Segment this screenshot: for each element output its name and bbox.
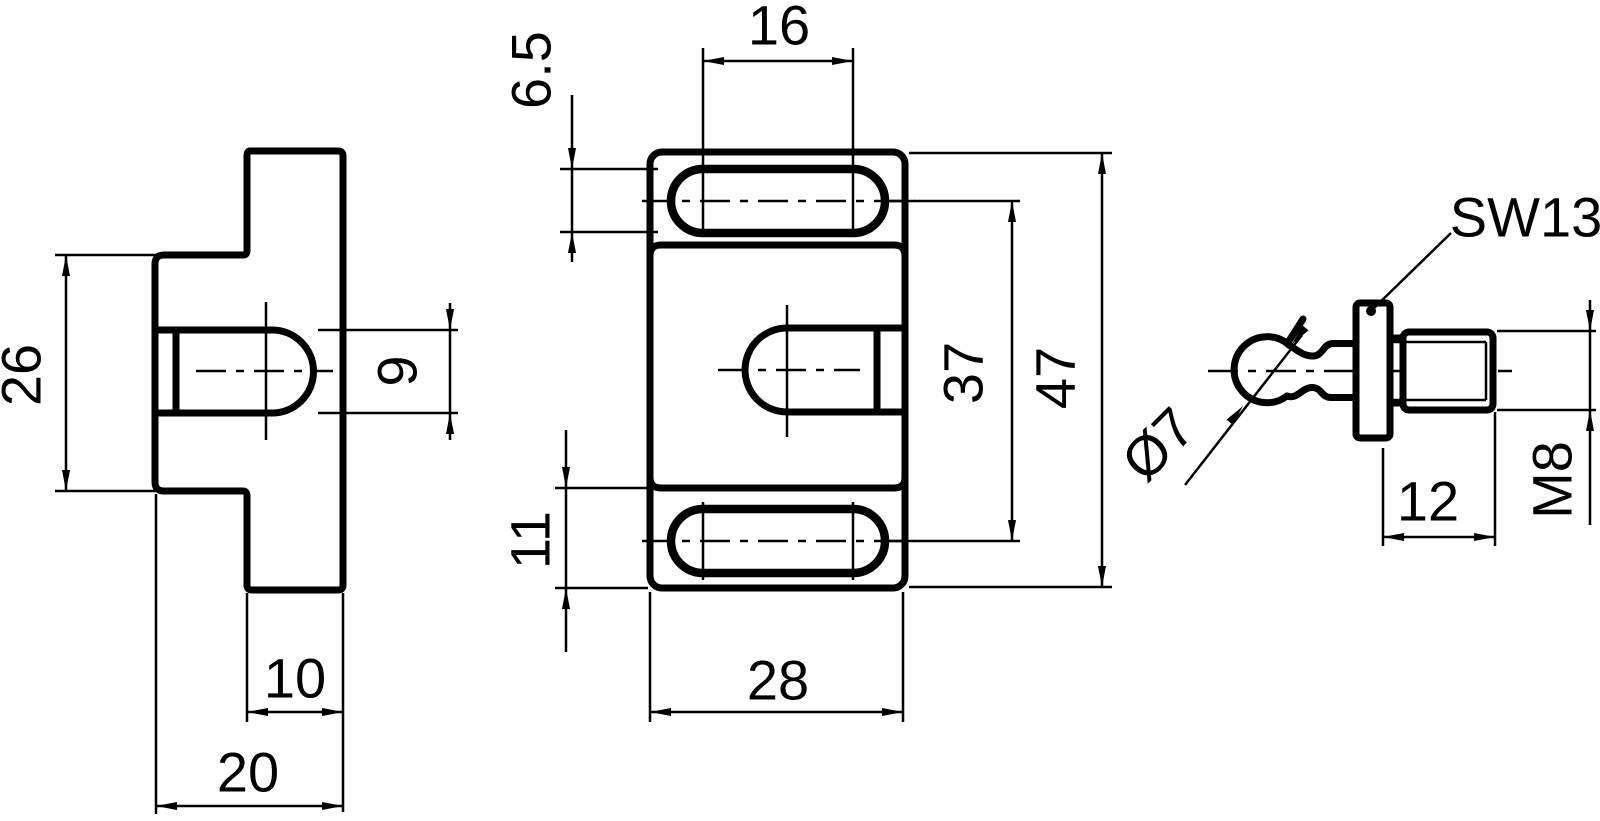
dim-m8-label: M8 [1521, 441, 1584, 519]
side-view-outline [151, 147, 347, 594]
dim-28-label: 28 [747, 649, 809, 712]
dim-10: 10 [245, 593, 345, 812]
stud-view: SW13 Ø7 12 M8 [1109, 186, 1600, 546]
dim-16: 16 [703, 0, 853, 65]
dim-37: 37 [890, 199, 1020, 543]
dim-28: 28 [648, 592, 905, 722]
label-sw13-text: SW13 [1450, 186, 1600, 249]
stud-flange [1352, 299, 1394, 442]
front-view: 16 6.5 11 37 [499, 0, 1112, 722]
dim-9: 9 [318, 303, 458, 440]
dim-11-label: 11 [499, 511, 562, 569]
front-top-divider [646, 241, 909, 260]
dim-6-5-label: 6.5 [500, 31, 563, 109]
stud-thread-body [1399, 328, 1497, 414]
dim-37-label: 37 [932, 342, 995, 404]
side-view: 26 9 10 20 [0, 147, 458, 814]
dim-20: 20 [154, 494, 343, 814]
dim-47: 47 [909, 151, 1112, 589]
dim-26: 26 [0, 253, 157, 493]
stud-ball [1230, 333, 1293, 407]
dim-20-label: 20 [217, 741, 279, 804]
dim-6-5: 6.5 [500, 31, 658, 262]
label-sw13: SW13 [1366, 186, 1600, 316]
dim-11: 11 [499, 430, 648, 652]
stud-neck-bottom [1283, 384, 1360, 401]
dim-47-label: 47 [1024, 347, 1087, 409]
dim-12-label: 12 [1397, 470, 1459, 533]
dim-26-label: 26 [0, 344, 53, 406]
dim-16-label: 16 [748, 0, 810, 57]
dim-m8: M8 [1497, 300, 1596, 525]
front-bottom-divider [646, 473, 909, 492]
dim-12: 12 [1381, 412, 1497, 546]
dim-10-label: 10 [264, 647, 326, 710]
leader-dot [1366, 306, 1376, 316]
dim-9-label: 9 [366, 355, 429, 386]
stud-neck-top [1285, 340, 1360, 360]
stud-clip-tab [1285, 315, 1307, 345]
